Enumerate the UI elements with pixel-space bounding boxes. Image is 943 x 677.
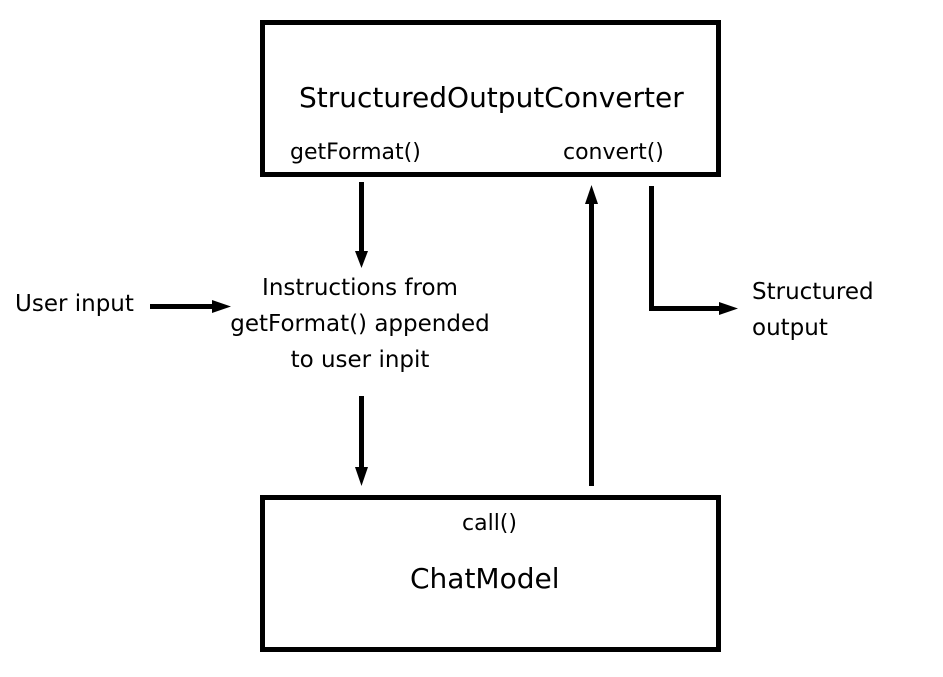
instructions-note: Instructions from getFormat() appended t… [210, 270, 510, 378]
arrow-getformat-to-instructions [355, 182, 368, 268]
converter-title: StructuredOutputConverter [299, 81, 684, 114]
structured-output-note: Structured output [752, 274, 874, 346]
instructions-line-3: to user inpit [290, 347, 430, 373]
arrow-instructions-to-chatmodel [355, 396, 368, 486]
get-format-method-label: getFormat() [290, 140, 421, 165]
structured-output-line-1: Structured [752, 279, 874, 305]
instructions-line-1: Instructions from [262, 275, 458, 301]
chat-model-box [260, 495, 721, 652]
structured-output-line-2: output [752, 315, 828, 341]
structured-output-converter-box [260, 20, 721, 177]
arrow-convert-to-structured-output [649, 186, 738, 315]
convert-method-label: convert() [563, 140, 664, 165]
arrow-chatmodel-to-convert [585, 185, 598, 486]
call-method-label: call() [462, 511, 517, 536]
arrow-user-input-to-instructions [150, 300, 231, 313]
chat-model-title: ChatModel [410, 562, 560, 595]
instructions-line-2: getFormat() appended [230, 311, 490, 337]
user-input-label: User input [15, 291, 134, 317]
